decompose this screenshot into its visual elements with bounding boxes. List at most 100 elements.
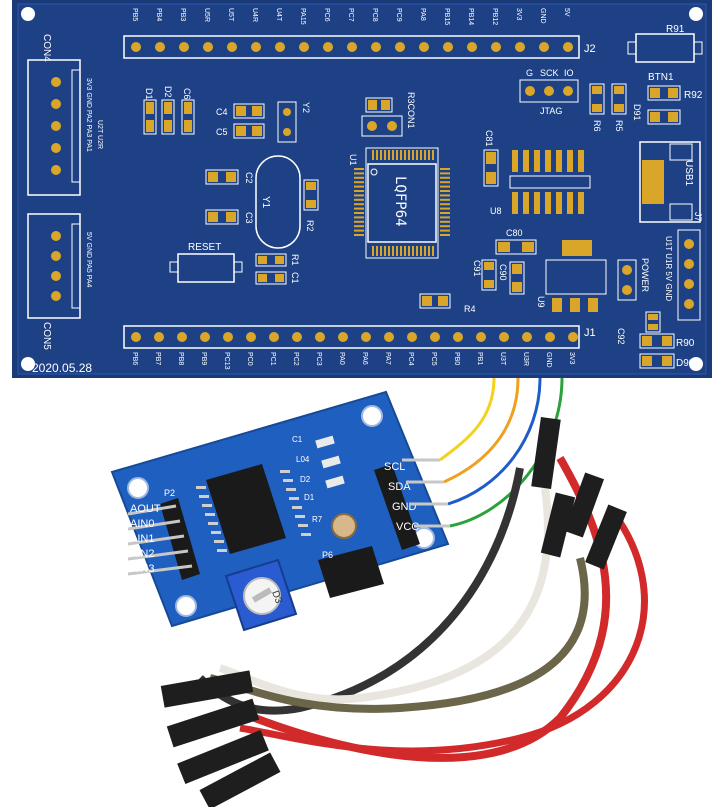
wire-vcc-green [449,378,564,528]
module-label-d3: D3 [269,589,284,605]
header-pin-label: PB9 [200,352,207,365]
dupont-housing [177,729,269,785]
dupont-housing [531,416,561,490]
cable-red [228,456,611,762]
pcf8591-module: D3 P6 C1 L04 D2 D1 R7 SCL SDA GND VCC P2… [110,390,450,632]
header-pin-label: PA6 [361,352,368,365]
header-pin [246,332,256,342]
label-y1: Y1 [260,196,271,209]
label-usb1: USB1 [683,160,694,187]
header-pin [251,42,261,52]
header-pin [227,42,237,52]
header-pin [371,42,381,52]
label-jtag: JTAG [540,106,562,116]
component-c2-c3: C2 C3 [205,169,254,225]
header-pin-label: PC13 [223,352,230,370]
cable-black [197,467,524,715]
header-pin [155,42,165,52]
label-r6: R6 [592,120,602,132]
module-label-r7: R7 [312,515,323,524]
header-pin-label: PB7 [154,352,161,365]
component-r6-r5: R6 R5 [589,83,627,132]
component-d1-d2-c6: D1 D2 C6 [143,86,195,135]
header-pin [275,42,285,52]
header-pin-label: U5T [227,8,234,22]
label-j7: J7 [693,212,703,222]
chip-u1: LQFP64 U1 [348,147,450,259]
header-pin [476,332,486,342]
header-pin [269,332,279,342]
con4-side-labels: U2T U2R [96,120,103,149]
header-pin-label: PB1 [476,352,483,365]
label-power: POWER [640,258,650,293]
header-pin-label: PC0 [246,352,253,366]
header-pin-label: PC4 [407,352,414,366]
header-pin [515,42,525,52]
pcb-date: 2020.05.28 [32,361,92,375]
header-pin-label: PC2 [292,352,299,366]
label-c1: C1 [290,272,300,284]
header-pin-label: 3V3 [515,8,522,21]
cable-olive [209,557,589,713]
dupont-housing [199,752,281,807]
header-pin-label: PB5 [131,8,138,21]
header-pin-label: U4R [251,8,258,22]
dupont-housing [564,472,604,538]
header-pin [539,42,549,52]
label-r92: R92 [684,90,703,101]
label-j1: J1 [584,327,596,339]
header-pin-label: PA15 [299,8,306,25]
header-pin [299,42,309,52]
label-d90: D90 [676,358,695,369]
mount-hole [21,7,35,21]
header-pin [154,332,164,342]
label-r4: R4 [464,304,476,314]
component-c81: C81 [483,130,499,187]
header-pin [315,332,325,342]
header-pin [338,332,348,342]
header-pin [292,332,302,342]
label-reset: RESET [188,242,221,253]
header-pin [395,42,405,52]
header-pin-label: U4T [275,8,282,22]
header-pin [407,332,417,342]
crystal-y1: Y1 [255,155,301,249]
header-pin [347,42,357,52]
dupont-housing [585,504,627,570]
mount-hole [689,7,703,21]
mount-hole [21,357,35,371]
header-pin [131,42,141,52]
header-pin [200,332,210,342]
header-pin-label: GND [545,352,552,368]
header-pin [568,332,578,342]
connector-con5: CON5 5V GND PA5 PA4 [27,213,92,350]
connector-con4: CON4 3V3 GND PA2 PA3 PA1 U2T U2R [27,34,103,196]
header-pin [177,332,187,342]
header-pin-label: PB15 [443,8,450,25]
label-r3con1: R3CON1 [406,92,416,129]
header-pin [323,42,333,52]
button-reset: RESET [169,242,243,283]
header-pin-label: PC8 [371,8,378,22]
jumper-header-p6 [318,546,384,598]
pcf8591-chip [206,464,286,554]
module-pin-ain1: AIN1 [130,533,154,545]
header-pin-label: 3V3 [568,352,575,365]
label-c3: C3 [244,212,254,224]
header-pin-label: PA8 [419,8,426,21]
label-c92: C92 [616,328,626,345]
adc-module-photo: D3 P6 C1 L04 D2 D1 R7 SCL SDA GND VCC P2… [0,378,719,807]
label-d2: D2 [163,86,173,98]
label-u9: U9 [536,296,546,308]
header-pin-label: PC5 [430,352,437,366]
connector-usb1: USB1 [639,141,701,223]
wire-scl-yellow [439,378,496,462]
label-lqfp64: LQFP64 [392,176,408,227]
dupont-housing [540,492,576,558]
header-pin-label: PB12 [491,8,498,25]
header-pin-label: U5R [203,8,210,22]
chip-u8: U8 [490,150,591,216]
